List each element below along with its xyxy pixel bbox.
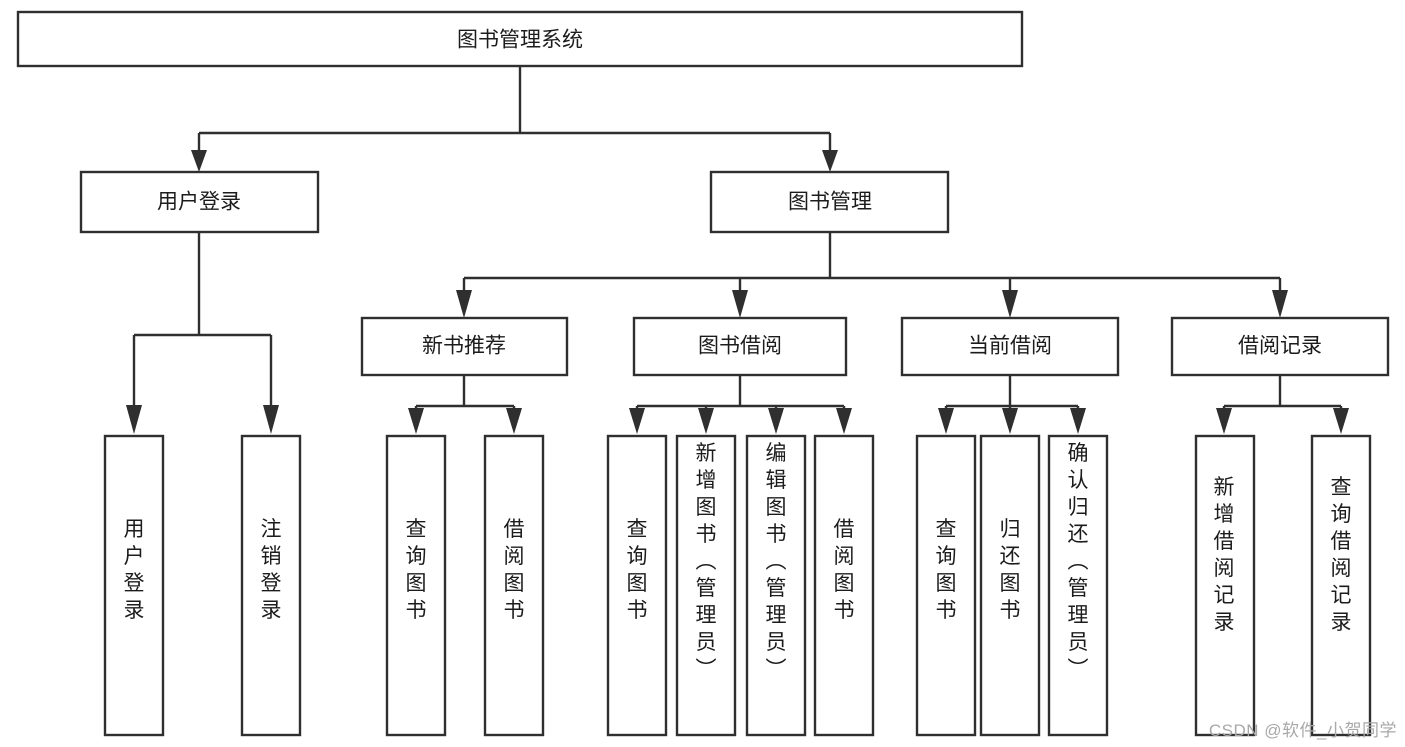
arrow-head-cb-leaf1 [938,408,954,434]
leaf-borrow-record-0-label: 新增借阅记录 [1214,476,1235,634]
node-current-borrow-box[interactable] [900,316,1120,377]
node-borrow-record-label: 借阅记录 [1238,335,1322,358]
leaf-current-borrow-1-box[interactable] [979,434,1041,737]
leaf-new-book-rec-0[interactable]: 查询图书 [385,434,447,737]
leaf-user-login-1[interactable]: 注销登录 [240,434,302,737]
leaf-book-borrow-0-box[interactable] [606,434,668,737]
leaf-book-borrow-1[interactable]: 新增图书︵管理员︶ [675,434,737,737]
leaf-new-book-rec-1-box[interactable] [483,434,545,737]
leaf-user-login-1-label: 注销登录 [261,518,282,622]
leaf-book-borrow-0[interactable]: 查询图书 [606,434,668,737]
node-new-book-rec[interactable]: 新书推荐 [360,316,569,377]
node-borrow-record[interactable]: 借阅记录 [1170,316,1390,377]
leaf-user-login-1-box[interactable] [240,434,302,737]
leaf-user-login-0-label: 用户登录 [124,518,145,622]
leaf-book-borrow-3[interactable]: 借阅图书 [813,434,875,737]
leaf-borrow-record-1[interactable]: 查询借阅记录 [1310,434,1372,737]
node-user-login-label: 用户登录 [157,191,241,214]
arrow-head-borrow-record [1272,290,1288,318]
leaf-new-book-rec-1-label: 借阅图书 [504,518,525,622]
node-book-borrow-label: 图书借阅 [698,335,782,358]
leaf-current-borrow-0[interactable]: 查询图书 [915,434,977,737]
leaf-new-book-rec-0-label: 查询图书 [406,518,427,622]
node-current-borrow-label: 当前借阅 [968,335,1052,358]
node-user-login-box[interactable] [79,170,320,234]
leaf-current-borrow-1-label: 归还图书 [1000,518,1021,622]
arrow-head-user-login-leaf2 [263,405,279,434]
connector-group-book-borrow [629,375,852,434]
arrow-head-bb-leaf3 [768,408,784,434]
leaf-current-borrow-2-label: 确认归还︵管理员︶ [1068,442,1089,681]
node-new-book-rec-label: 新书推荐 [422,335,506,358]
arrow-head-bb-leaf4 [836,408,852,434]
leaf-current-borrow-2[interactable]: 确认归还︵管理员︶ [1047,434,1109,737]
node-user-login[interactable]: 用户登录 [79,170,320,234]
node-book-borrow[interactable]: 图书借阅 [632,316,848,377]
leaf-user-login-0[interactable]: 用户登录 [103,434,165,737]
leaf-book-borrow-2-label: 编辑图书︵管理员︶ [766,442,787,681]
arrow-head-nbr-leaf2 [506,408,522,434]
leaf-borrow-record-0-box[interactable] [1194,434,1256,737]
leaf-book-borrow-1-box[interactable] [675,434,737,737]
connector-group-root [191,66,838,172]
leaf-current-borrow-1[interactable]: 归还图书 [979,434,1041,737]
leaf-borrow-record-0[interactable]: 新增借阅记录 [1194,434,1256,737]
arrow-head-br-leaf1 [1216,408,1232,434]
arrow-head-book-manage [822,150,838,172]
node-root-box[interactable] [16,10,1024,68]
leaf-current-borrow-2-box[interactable] [1047,434,1109,737]
leaf-book-borrow-1-label: 新增图书︵管理员︶ [696,442,717,681]
leaf-book-borrow-2-box[interactable] [745,434,807,737]
node-new-book-rec-box[interactable] [360,316,569,377]
arrow-head-new-book-rec [456,290,472,318]
node-borrow-record-box[interactable] [1170,316,1390,377]
connector-group-user-login [126,232,279,434]
node-book-manage-box[interactable] [709,170,950,234]
leaf-book-borrow-3-box[interactable] [813,434,875,737]
connector-group-borrow-record [1216,375,1349,434]
node-root-label: 图书管理系统 [457,29,583,52]
arrow-head-cb-leaf2 [1002,408,1018,434]
node-current-borrow[interactable]: 当前借阅 [900,316,1120,377]
arrow-head-bb-leaf2 [698,408,714,434]
leaf-user-login-0-box[interactable] [103,434,165,737]
leaf-book-borrow-0-label: 查询图书 [627,518,648,622]
arrow-head-user-login [191,150,207,172]
node-book-borrow-box[interactable] [632,316,848,377]
node-book-manage-label: 图书管理 [788,191,872,214]
arrow-head-bb-leaf1 [629,408,645,434]
leaf-current-borrow-0-label: 查询图书 [936,518,957,622]
node-book-manage[interactable]: 图书管理 [709,170,950,234]
connector-group-book-manage [456,232,1288,318]
leaf-new-book-rec-0-box[interactable] [385,434,447,737]
leaf-current-borrow-0-box[interactable] [915,434,977,737]
leaf-book-borrow-3-label: 借阅图书 [834,518,855,622]
csdn-watermark: CSDN @软件_小贺同学 [1208,721,1397,740]
arrow-head-cb-leaf3 [1070,408,1086,434]
leaf-borrow-record-1-box[interactable] [1310,434,1372,737]
leaf-borrow-record-1-label: 查询借阅记录 [1331,476,1352,634]
arrow-head-book-borrow [732,290,748,318]
arrow-head-br-leaf2 [1333,408,1349,434]
node-root[interactable]: 图书管理系统 [16,10,1024,68]
leaf-new-book-rec-1[interactable]: 借阅图书 [483,434,545,737]
connector-group-new-book-rec [408,375,522,434]
arrow-head-current-borrow [1002,290,1018,318]
arrow-head-user-login-leaf1 [126,405,142,434]
arrow-head-nbr-leaf1 [408,408,424,434]
connector-group-current-borrow [938,375,1086,434]
leaf-book-borrow-2[interactable]: 编辑图书︵管理员︶ [745,434,807,737]
